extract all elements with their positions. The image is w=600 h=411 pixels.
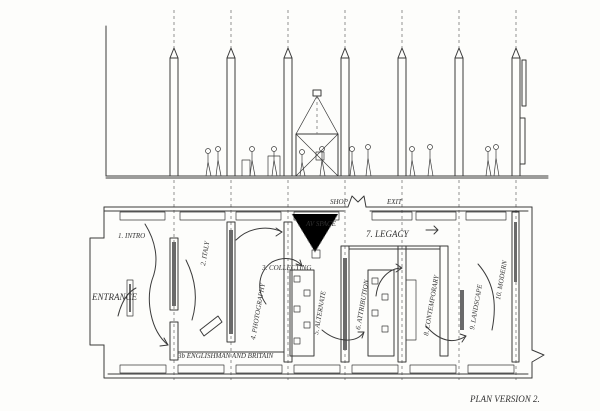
elevation-furniture bbox=[241, 151, 325, 177]
visitor-figures bbox=[205, 144, 500, 177]
floor-plan: ENTRANCE EXIT SHOP AV SPACE 1. INTRO 2. … bbox=[89, 195, 545, 379]
label-room-1: 1. INTRO bbox=[118, 232, 145, 240]
plan-bottom-wall bbox=[103, 344, 533, 379]
column-5 bbox=[397, 10, 407, 177]
label-room-9: 9. LANDSCAPE bbox=[468, 283, 484, 330]
column-1 bbox=[169, 10, 179, 177]
label-exit: EXIT bbox=[386, 198, 403, 206]
top-display-cases bbox=[119, 211, 507, 221]
label-room-8: 8. CONTEMPORARY bbox=[422, 273, 441, 336]
bottom-display-cases bbox=[119, 364, 515, 374]
entrance-vestibule bbox=[89, 237, 105, 346]
label-room-2: 2. ITALY bbox=[199, 240, 211, 267]
plan-version-caption: PLAN VERSION 2. bbox=[469, 394, 540, 404]
av-frame-elevation bbox=[295, 89, 339, 177]
column-6 bbox=[454, 10, 464, 177]
section-elevation bbox=[105, 10, 549, 179]
label-room-3b: 3b ENGLISHMAN AND BRITAIN bbox=[177, 352, 274, 360]
column-7 bbox=[511, 10, 527, 177]
label-room-10: 10. MODERN bbox=[494, 260, 509, 301]
label-entrance: ENTRANCE bbox=[91, 292, 138, 302]
label-room-7: 7. LEGACY bbox=[366, 229, 410, 239]
label-room-3: 3. COLLECTING bbox=[261, 264, 311, 272]
av-space-plan bbox=[291, 213, 339, 259]
angled-case bbox=[199, 315, 223, 337]
column-4 bbox=[340, 10, 350, 177]
exit-opening bbox=[347, 195, 367, 208]
column-2 bbox=[226, 10, 236, 177]
partition-walls bbox=[126, 211, 520, 363]
label-shop: SHOP bbox=[330, 198, 349, 206]
label-av-space: AV SPACE bbox=[305, 220, 337, 228]
legacy-wall bbox=[348, 245, 441, 250]
label-room-4: 4. PHOTOGRAPHY bbox=[249, 282, 267, 341]
circulation-arrows bbox=[117, 223, 495, 347]
column-3 bbox=[283, 10, 293, 177]
